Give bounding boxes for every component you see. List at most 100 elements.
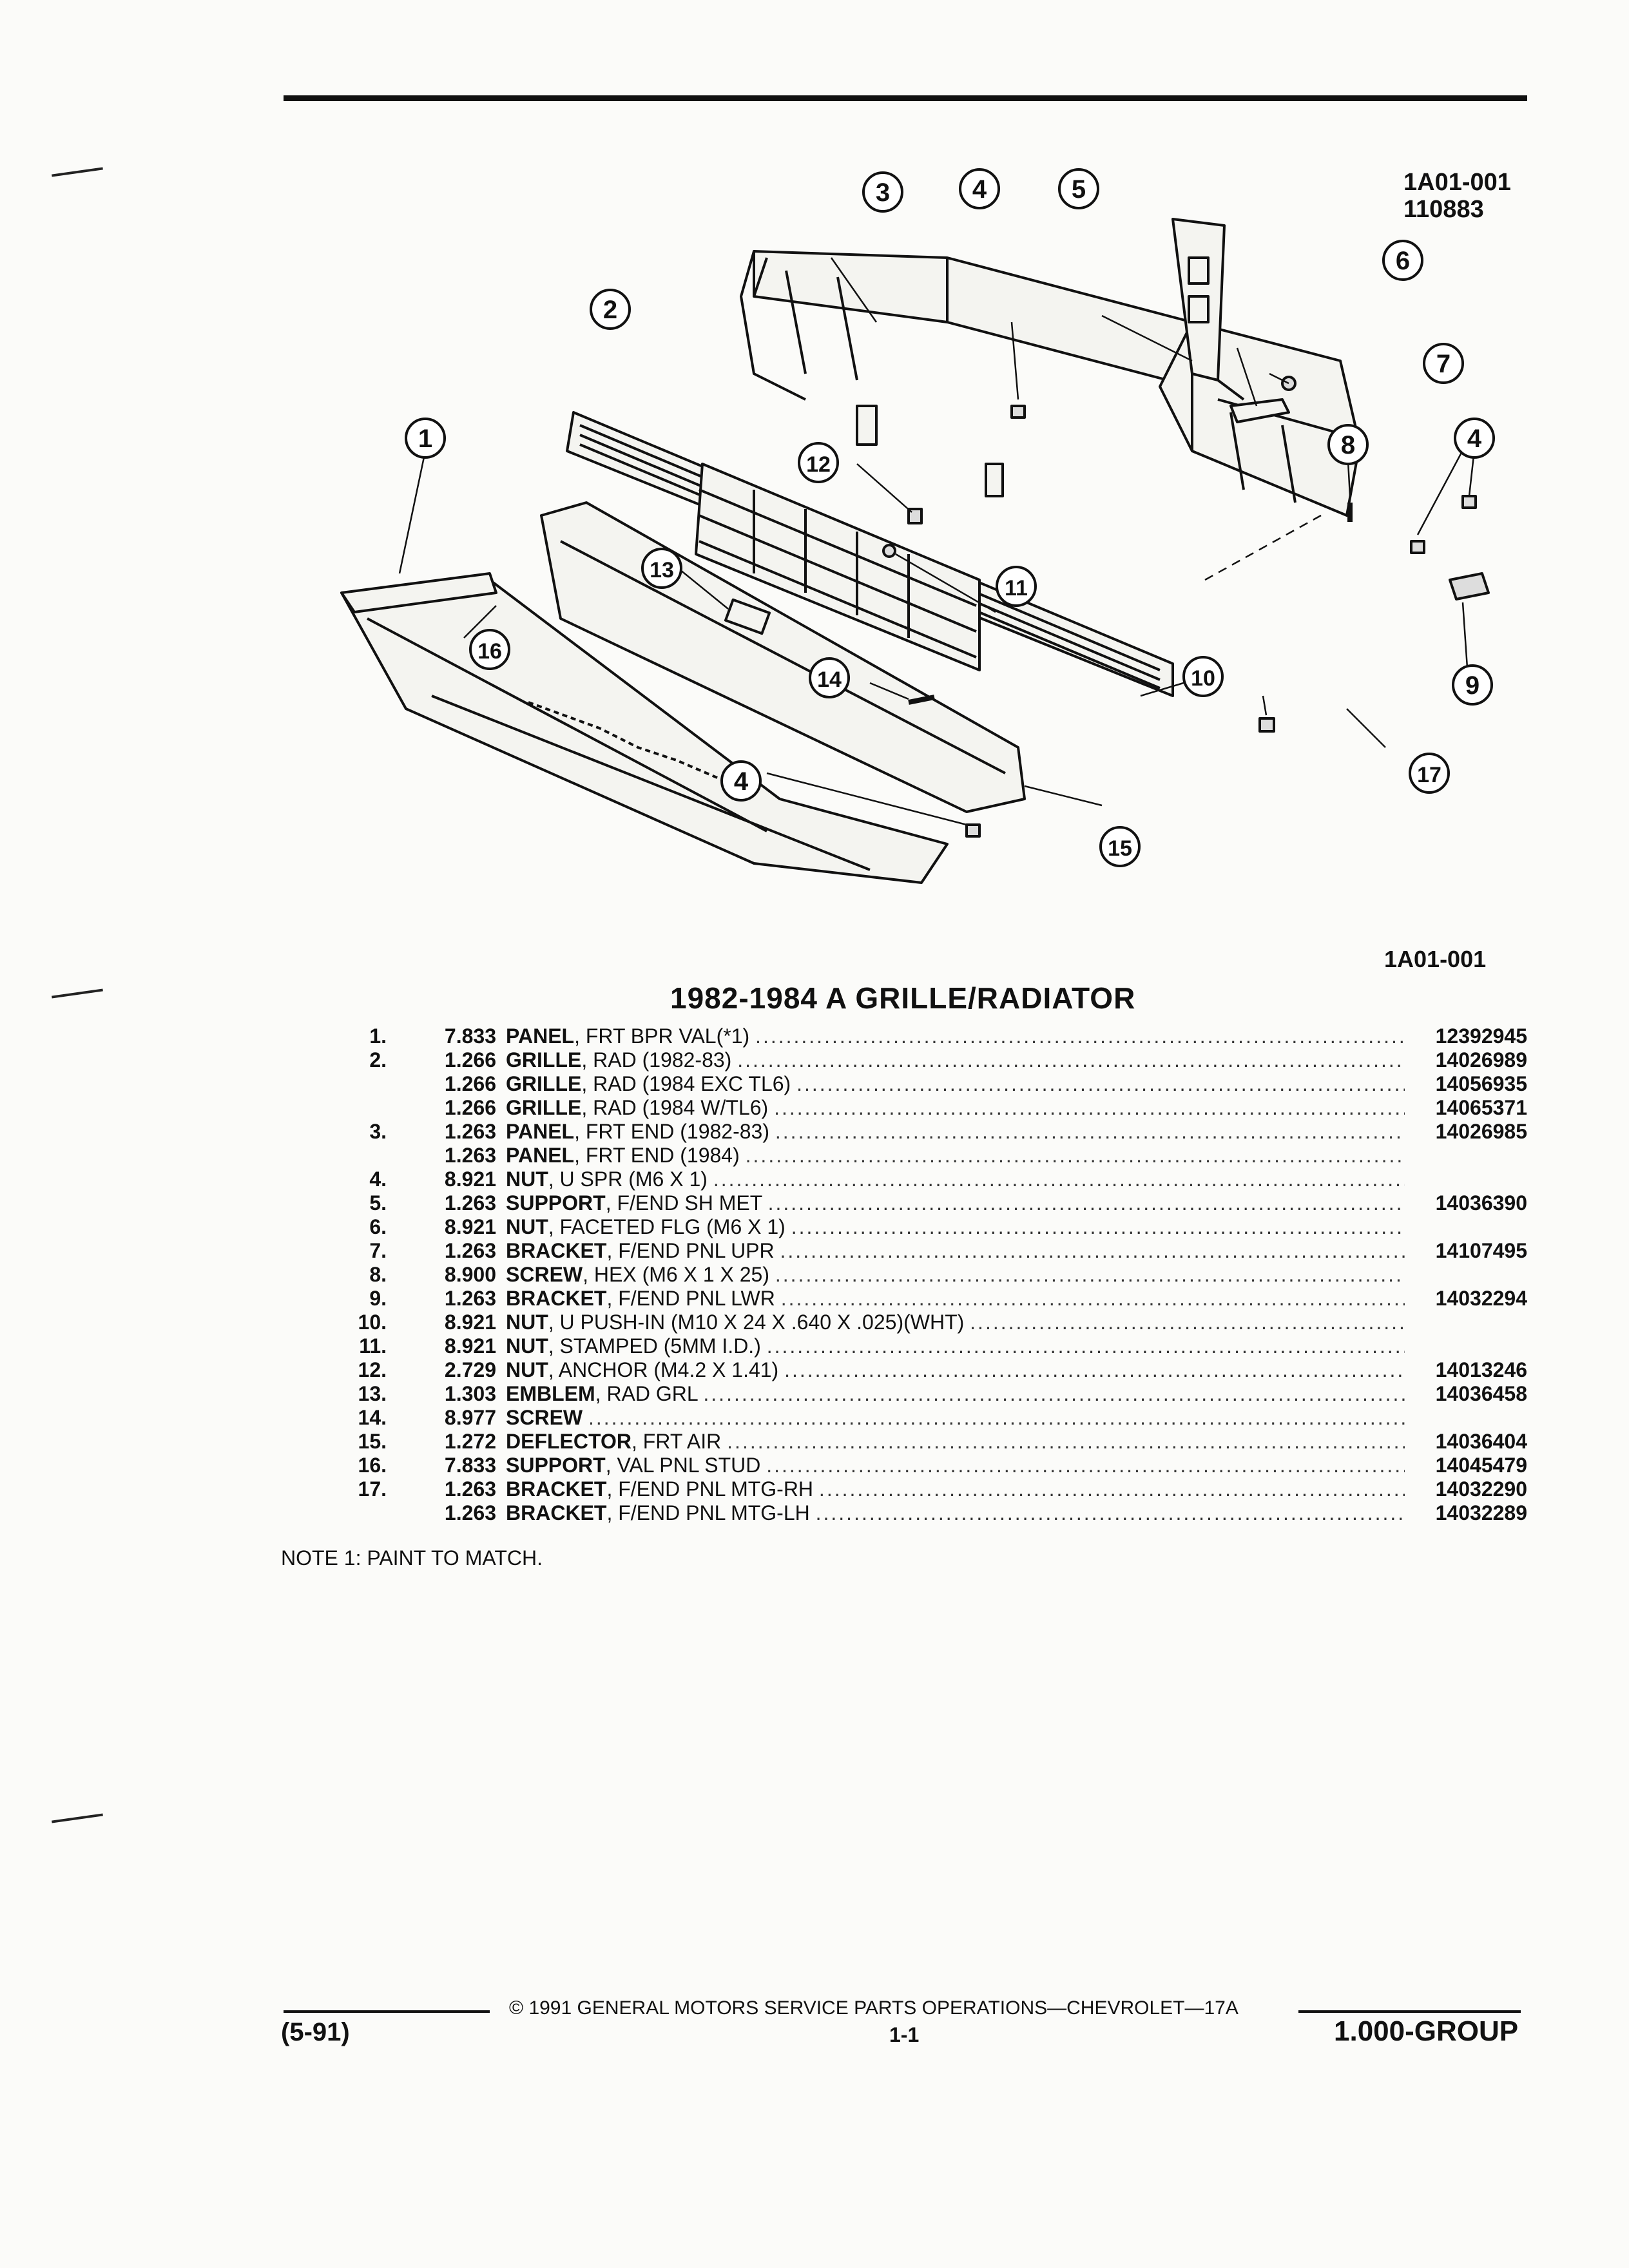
- part-number: 14036458: [1435, 1382, 1527, 1405]
- callout-8-label: 8: [1341, 431, 1355, 459]
- part-description: NUT, STAMPED (5MM I.D.) ................…: [506, 1334, 1405, 1358]
- group-code: 1.266: [444, 1072, 496, 1095]
- parts-row: 1.266 GRILLE, RAD (1984 EXC TL6) .......…: [342, 1072, 1527, 1096]
- part-number: 14026985: [1435, 1120, 1527, 1143]
- leader-dots: ........................................…: [703, 1382, 1405, 1405]
- part-detail: , F/END PNL MTG-LH: [606, 1501, 810, 1524]
- callout-2: 2: [590, 289, 631, 330]
- copyright: © 1991 GENERAL MOTORS SERVICE PARTS OPER…: [509, 1997, 1239, 2019]
- leader-dots: ........................................…: [815, 1501, 1405, 1524]
- part-name: GRILLE: [506, 1096, 582, 1119]
- item-number: 8.: [369, 1263, 387, 1286]
- leader-dots: ........................................…: [775, 1120, 1405, 1143]
- part-detail: , FRT AIR: [631, 1430, 722, 1453]
- callout-4b-label: 4: [1467, 425, 1482, 453]
- part-name: NUT: [506, 1358, 548, 1381]
- part-detail: , VAL PNL STUD: [605, 1454, 761, 1477]
- callout-7-label: 7: [1436, 350, 1451, 378]
- figure-id-line1: 1A01-001: [1403, 169, 1511, 196]
- part-description: BRACKET, F/END PNL LWR .................…: [506, 1287, 1405, 1311]
- item-number: 1.: [369, 1024, 387, 1048]
- part-detail: , FRT END (1982-83): [574, 1120, 769, 1143]
- callout-2-label: 2: [603, 296, 617, 324]
- group-code: 1.303: [444, 1382, 496, 1405]
- top-rule: [284, 95, 1527, 101]
- part-description: GRILLE, RAD (1982-83) ..................…: [506, 1048, 1405, 1072]
- part-name: PANEL: [506, 1120, 575, 1143]
- item-number: 11.: [359, 1334, 387, 1358]
- callout-5-label: 5: [1072, 175, 1086, 204]
- callout-4b: 4: [1454, 418, 1495, 459]
- part-number: 14056935: [1435, 1072, 1527, 1095]
- parts-row: 16. 7.833 SUPPORT, VAL PNL STUD ........…: [342, 1454, 1527, 1477]
- parts-row: 15. 1.272 DEFLECTOR, FRT AIR ...........…: [342, 1430, 1527, 1454]
- item-number: 5.: [369, 1191, 387, 1215]
- part-name: SCREW: [506, 1263, 583, 1286]
- callout-12-label: 12: [806, 452, 831, 477]
- grille-part: [566, 411, 1174, 697]
- part-description: GRILLE, RAD (1984 EXC TL6) .............…: [506, 1072, 1405, 1096]
- part-name: NUT: [506, 1215, 548, 1238]
- group-code: 8.921: [444, 1168, 496, 1191]
- callout-6: 6: [1382, 240, 1423, 281]
- part-name: EMBLEM: [506, 1382, 595, 1405]
- valance-stud-support-part: [340, 572, 497, 613]
- part-number: 14026989: [1435, 1048, 1527, 1072]
- callout-13-label: 13: [650, 558, 674, 582]
- item-number: 7.: [369, 1239, 387, 1262]
- group-code: 1.263: [444, 1477, 496, 1501]
- callout-1: 1: [405, 418, 446, 459]
- callout-13: 13: [641, 548, 682, 589]
- parts-row: 1. 7.833 PANEL, FRT BPR VAL(*1) ........…: [342, 1024, 1527, 1048]
- group-code: 7.833: [444, 1024, 496, 1048]
- callout-16-label: 16: [477, 639, 502, 664]
- part-detail: , FRT BPR VAL(*1): [574, 1024, 750, 1048]
- group-code: 1.263: [444, 1120, 496, 1143]
- leader-dots: ........................................…: [775, 1263, 1405, 1286]
- callout-1-label: 1: [418, 425, 432, 453]
- part-description: SCREW ..................................…: [506, 1406, 1405, 1430]
- part-description: SUPPORT, VAL PNL STUD ..................…: [506, 1454, 1405, 1477]
- callout-4-label: 4: [972, 175, 987, 204]
- callout-8: 8: [1327, 424, 1369, 465]
- footer-rule-left: [284, 2010, 490, 2013]
- item-number: 6.: [369, 1215, 387, 1238]
- parts-row: 1.263 PANEL, FRT END (1984) ............…: [342, 1144, 1527, 1168]
- exploded-parts-diagram: 1 2 3 4 5 6 7 8 4 9 10 11 12 13 14 4 15 …: [340, 168, 1495, 884]
- group-code: 1.263: [444, 1501, 496, 1524]
- callout-6-label: 6: [1396, 247, 1410, 275]
- part-number: 14013246: [1435, 1358, 1527, 1381]
- part-description: NUT, FACETED FLG (M6 X 1) ..............…: [506, 1215, 1405, 1239]
- part-description: BRACKET, F/END PNL MTG-RH ..............…: [506, 1477, 1405, 1501]
- part-detail: , U PUSH-IN (M10 X 24 X .640 X .025)(WHT…: [548, 1311, 965, 1334]
- parts-row: 8. 8.900 SCREW, HEX (M6 X 1 X 25) ......…: [342, 1263, 1527, 1287]
- part-description: PANEL, FRT END (1982-83) ...............…: [506, 1120, 1405, 1144]
- leader-dots: ........................................…: [766, 1334, 1405, 1358]
- revision-date: (5-91): [281, 2018, 350, 2046]
- part-name: BRACKET: [506, 1477, 607, 1501]
- callout-9-label: 9: [1465, 671, 1480, 700]
- group-code: 1.263: [444, 1144, 496, 1167]
- part-number: 14032289: [1435, 1501, 1527, 1524]
- part-description: PANEL, FRT END (1984) ..................…: [506, 1144, 1405, 1168]
- part-detail: , RAD (1984 EXC TL6): [581, 1072, 791, 1095]
- part-number: 14032294: [1435, 1287, 1527, 1310]
- part-description: NUT, U PUSH-IN (M10 X 24 X .640 X .025)(…: [506, 1311, 1405, 1334]
- leader-dots: ........................................…: [766, 1454, 1405, 1477]
- part-detail: , ANCHOR (M4.2 X 1.41): [548, 1358, 779, 1381]
- part-name: BRACKET: [506, 1239, 607, 1262]
- callout-11: 11: [996, 566, 1037, 607]
- callout-16: 16: [469, 629, 510, 670]
- callout-15: 15: [1099, 826, 1141, 867]
- part-detail: , STAMPED (5MM I.D.): [548, 1334, 761, 1358]
- group-code: 1.266: [444, 1048, 496, 1072]
- figure-id-top: 1A01-001 110883: [1403, 169, 1511, 223]
- part-detail: , F/END PNL MTG-RH: [606, 1477, 814, 1501]
- parts-row: 17. 1.263 BRACKET, F/END PNL MTG-RH ....…: [342, 1477, 1527, 1501]
- bracket-upper-part: [1229, 398, 1290, 423]
- callout-7: 7: [1423, 343, 1464, 384]
- part-number: 14036390: [1435, 1191, 1527, 1215]
- leader-dots: ........................................…: [755, 1024, 1405, 1048]
- parts-row: 5. 1.263 SUPPORT, F/END SH MET .........…: [342, 1191, 1527, 1215]
- note: NOTE 1: PAINT TO MATCH.: [281, 1546, 543, 1570]
